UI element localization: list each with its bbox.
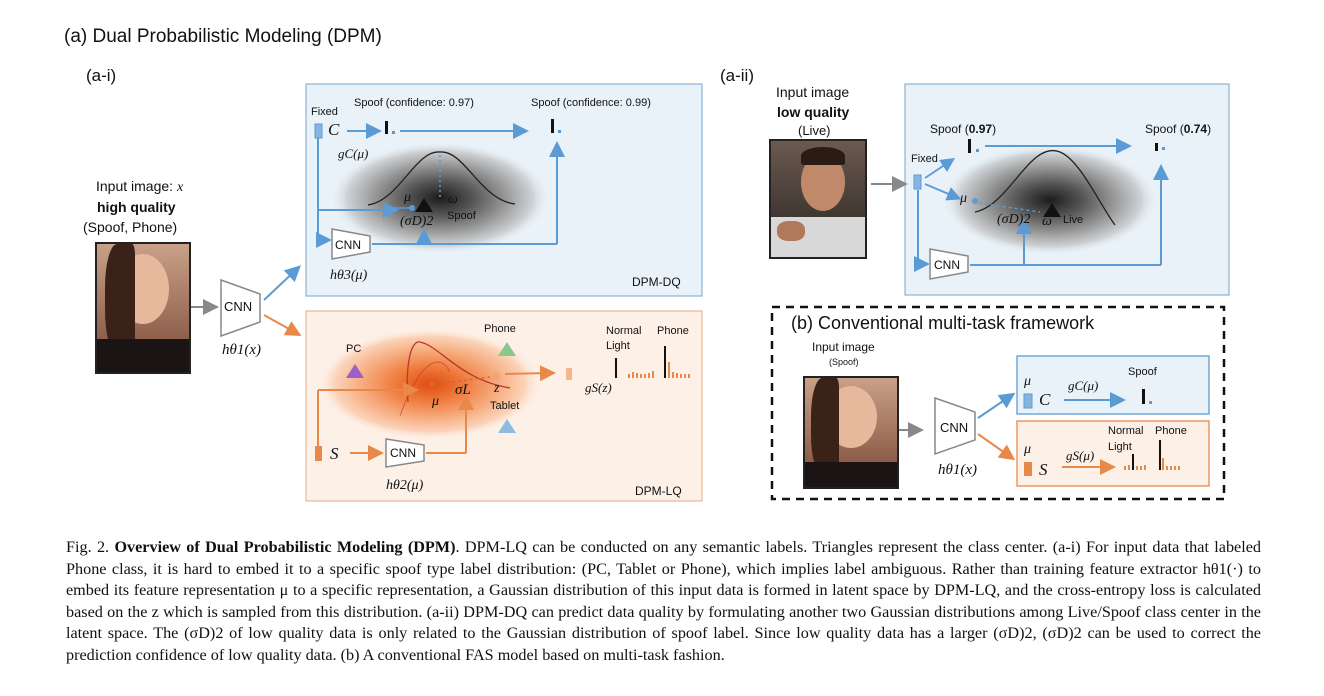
- dq-gc-label: gC(μ): [338, 146, 369, 161]
- gaussian-blob: [330, 142, 550, 254]
- b-spoof: Spoof: [1128, 366, 1157, 378]
- b-light: Light: [1108, 441, 1132, 453]
- aii-mu: μ: [960, 191, 968, 206]
- b-input-line1: Input image: [812, 340, 875, 354]
- b-normal: Normal: [1108, 425, 1144, 437]
- lq-phone-label: Phone: [484, 323, 516, 335]
- lq-phone-bar: Phone: [657, 325, 689, 337]
- lq-cnn-label: CNN: [390, 446, 416, 460]
- b-mu-bottom: μ: [1024, 442, 1032, 457]
- pc-center-triangle: [346, 364, 364, 378]
- dq-spoof-conf-left: Spoof (confidence: 0.97): [354, 97, 474, 109]
- dq-panel-name: DPM-DQ: [632, 275, 681, 289]
- input-left-line1: Input image: x: [96, 178, 184, 195]
- dq-cnn-label: CNN: [335, 238, 361, 252]
- input-photo-live: [769, 139, 867, 259]
- phone-center-triangle: [498, 342, 516, 356]
- lq-light: Light: [606, 340, 630, 352]
- input-photo-b: [803, 376, 899, 489]
- dq-h3-label: hθ3(μ): [330, 268, 368, 283]
- b-h1: hθ1(x): [938, 462, 978, 478]
- aii-input-line3: (Live): [798, 123, 831, 138]
- b-title: (b) Conventional multi-task framework: [791, 313, 1095, 333]
- b-gs: gS(μ): [1066, 448, 1095, 463]
- dq-omega: ω: [448, 192, 458, 207]
- aii-cnn: CNN: [934, 258, 960, 272]
- aii-fixed: Fixed: [911, 153, 938, 165]
- lq-z: z: [494, 381, 500, 396]
- aii-live: Live: [1063, 214, 1084, 226]
- lq-h2-label: hθ2(μ): [386, 478, 424, 493]
- dq-sigma: (σD)2: [400, 214, 434, 229]
- b-c-symbol: C: [1039, 390, 1051, 409]
- lq-mu: μ: [432, 394, 440, 409]
- lq-s-symbol: S: [330, 444, 339, 463]
- b-gc: gC(μ): [1068, 378, 1099, 393]
- lq-sigma-l: σL: [455, 382, 471, 398]
- aii-omega: ω: [1042, 214, 1052, 229]
- dq-fixed-label: Fixed: [311, 106, 338, 118]
- dq-c-symbol: C: [328, 120, 340, 139]
- aii-spoof-right: Spoof (0.74): [1145, 122, 1212, 136]
- b-dashed-frame: [770, 305, 1226, 501]
- dq-mu: μ: [404, 190, 412, 205]
- b-s-symbol: S: [1039, 460, 1048, 479]
- cnn-main-label: CNN: [224, 299, 253, 314]
- aii-label: (a-ii): [720, 66, 754, 85]
- spoof-center-triangle: [415, 198, 433, 212]
- b-cnn: CNN: [940, 420, 969, 435]
- lq-panel-name: DPM-LQ: [635, 484, 682, 498]
- lq-gs: gS(z): [585, 380, 612, 395]
- b-input-line2: (Spoof): [829, 357, 859, 367]
- aii-input-line1: Input image: [776, 84, 850, 100]
- diagram-graphics: [190, 83, 1230, 502]
- lq-normal: Normal: [606, 325, 642, 337]
- dq-spoof-conf-right: Spoof (confidence: 0.99): [531, 97, 651, 109]
- lq-pc-label: PC: [346, 343, 362, 355]
- ai-label: (a-i): [86, 66, 117, 85]
- input-left-line2: high quality: [97, 199, 176, 215]
- aii-spoof-left: Spoof (0.97): [930, 122, 997, 136]
- caption-fig-label: Fig. 2.: [66, 538, 110, 556]
- aii-sigma: (σD)2: [997, 212, 1031, 227]
- caption-text: . DPM-LQ can be conducted on any semanti…: [66, 538, 1261, 664]
- figure-caption: Fig. 2. Overview of Dual Probabilistic M…: [66, 537, 1261, 667]
- tablet-center-triangle: [498, 419, 516, 433]
- dq-spoof-label: Spoof: [447, 210, 476, 222]
- caption-bold: Overview of Dual Probabilistic Modeling …: [114, 538, 456, 556]
- figure-title: (a) Dual Probabilistic Modeling (DPM): [64, 26, 382, 47]
- lq-tablet-label: Tablet: [490, 400, 520, 412]
- b-mu-top: μ: [1024, 374, 1032, 389]
- input-left-line3: (Spoof, Phone): [83, 219, 178, 235]
- b-phone: Phone: [1155, 425, 1187, 437]
- gaussian-curve: [367, 151, 516, 206]
- input-photo-spoof: [95, 242, 191, 374]
- aii-input-line2: low quality: [777, 104, 850, 120]
- h1-label: hθ1(x): [222, 342, 262, 358]
